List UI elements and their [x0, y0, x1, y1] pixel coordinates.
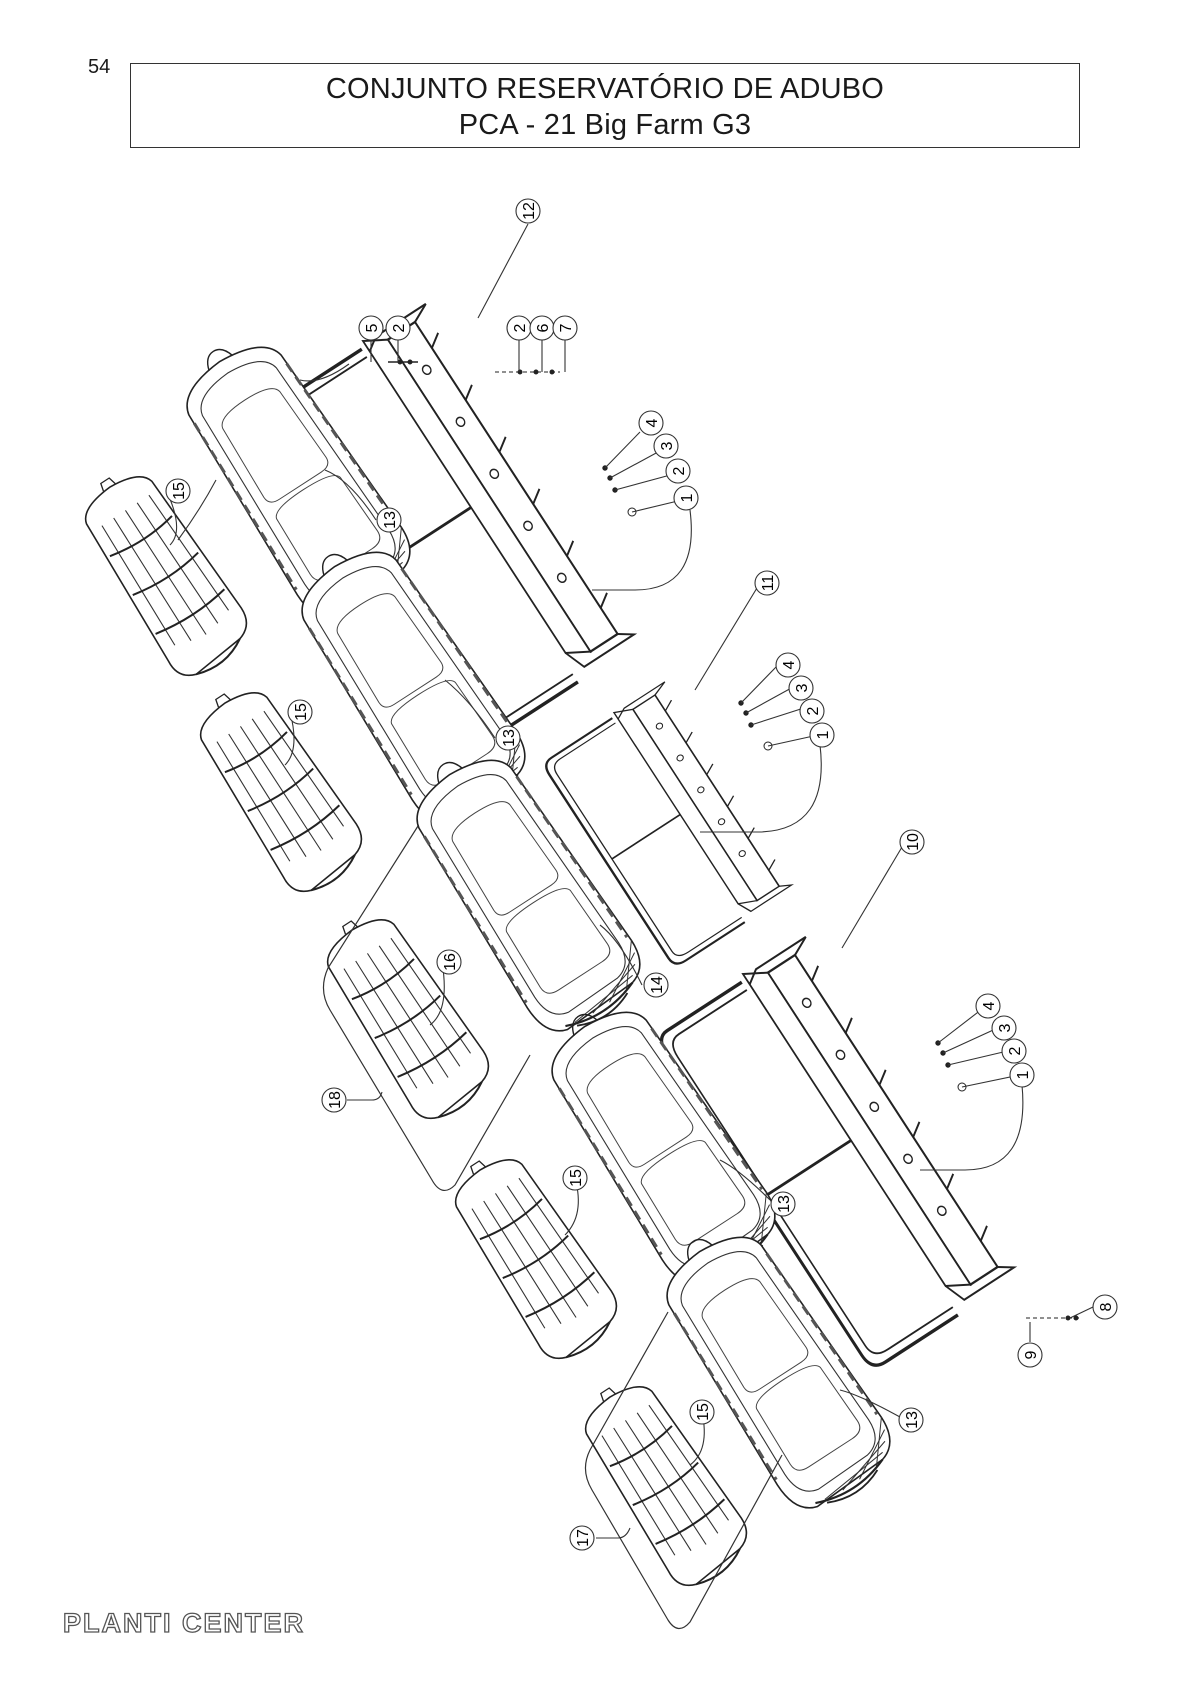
callout-1: 1: [809, 722, 835, 748]
callout-15: 15: [165, 478, 191, 504]
callout-2: 2: [506, 315, 532, 341]
svg-text:2: 2: [1007, 1046, 1024, 1055]
svg-text:2: 2: [671, 466, 688, 475]
svg-text:4: 4: [781, 660, 798, 669]
svg-text:9: 9: [1023, 1350, 1040, 1359]
svg-text:2: 2: [805, 706, 822, 715]
callout-2: 2: [799, 698, 825, 724]
callout-13: 13: [770, 1191, 796, 1217]
bracket-17: [584, 1311, 783, 1630]
svg-text:1: 1: [815, 730, 832, 739]
svg-text:13: 13: [501, 729, 518, 747]
leader-lines: [165, 223, 1094, 1539]
svg-text:15: 15: [568, 1169, 585, 1187]
svg-text:18: 18: [327, 1091, 344, 1109]
callout-13: 13: [898, 1407, 924, 1433]
lid-15-c: [436, 1138, 632, 1371]
callout-9: 9: [1017, 1342, 1043, 1368]
svg-text:15: 15: [695, 1403, 712, 1421]
svg-text:2: 2: [512, 323, 529, 332]
svg-text:3: 3: [997, 1023, 1014, 1032]
hardware-stack-c: [935, 1040, 967, 1092]
svg-text:8: 8: [1098, 1302, 1115, 1311]
callout-4: 4: [638, 410, 664, 436]
callout-10: 10: [899, 829, 925, 855]
svg-text:3: 3: [659, 441, 676, 450]
callout-13: 13: [376, 507, 402, 533]
callout-2: 2: [665, 458, 691, 484]
callout-15: 15: [287, 699, 313, 725]
svg-text:13: 13: [776, 1195, 793, 1213]
svg-text:4: 4: [981, 1001, 998, 1010]
svg-text:10: 10: [905, 833, 922, 851]
callout-3: 3: [991, 1015, 1017, 1041]
svg-text:5: 5: [364, 323, 381, 332]
callout-17: 17: [569, 1525, 595, 1551]
callout-1: 1: [673, 485, 699, 511]
callout-14: 14: [643, 972, 669, 998]
brand-logo: PLANTI CENTER: [62, 1607, 305, 1638]
lid-15-a: [66, 455, 262, 688]
callout-13: 13: [495, 725, 521, 751]
svg-text:4: 4: [644, 418, 661, 427]
callout-2: 2: [385, 315, 411, 341]
page-subtitle: PCA - 21 Big Farm G3: [458, 109, 752, 141]
svg-text:15: 15: [293, 703, 310, 721]
callout-3: 3: [788, 675, 814, 701]
svg-text:13: 13: [904, 1411, 921, 1429]
callout-2: 2: [1001, 1038, 1027, 1064]
callout-1: 1: [1009, 1062, 1035, 1088]
svg-text:3: 3: [794, 683, 811, 692]
callout-18: 18: [321, 1087, 347, 1113]
svg-text:1: 1: [679, 493, 696, 502]
callout-11: 11: [754, 570, 780, 596]
callout-6: 6: [529, 315, 555, 341]
callout-4: 4: [775, 652, 801, 678]
bolt-hardware-top: [388, 359, 560, 375]
svg-text:6: 6: [535, 323, 552, 332]
lid-15-b: [181, 671, 377, 904]
callout-8: 8: [1092, 1294, 1118, 1320]
callout-16: 16: [436, 949, 462, 975]
svg-text:2: 2: [391, 323, 408, 332]
callout-5: 5: [358, 315, 384, 341]
callout-12: 12: [515, 198, 541, 224]
svg-text:16: 16: [442, 953, 459, 971]
svg-text:17: 17: [575, 1529, 592, 1547]
callout-7: 7: [552, 315, 578, 341]
svg-text:1: 1: [1015, 1070, 1032, 1079]
svg-text:7: 7: [558, 323, 575, 332]
title-box: CONJUNTO RESERVATÓRIO DE ADUBO PCA - 21 …: [130, 63, 1080, 148]
callout-15: 15: [689, 1399, 715, 1425]
svg-text:11: 11: [760, 575, 777, 592]
svg-text:12: 12: [521, 202, 538, 220]
svg-text:14: 14: [649, 976, 666, 994]
callout-3: 3: [653, 433, 679, 459]
callout-15: 15: [562, 1165, 588, 1191]
page-title: CONJUNTO RESERVATÓRIO DE ADUBO: [325, 73, 885, 105]
svg-text:15: 15: [171, 482, 188, 500]
page-number: 54: [88, 56, 111, 78]
svg-text:13: 13: [382, 511, 399, 529]
callout-4: 4: [975, 993, 1001, 1019]
